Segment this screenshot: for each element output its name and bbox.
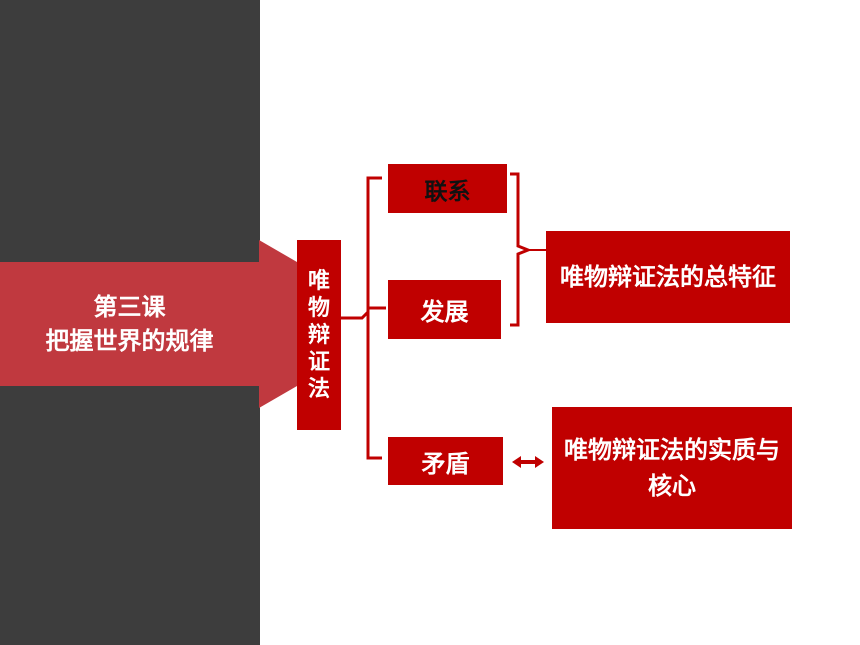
central-char: 唯 [307,268,330,294]
right-bracket [510,172,533,327]
center-connector [341,310,370,320]
result-essence-label: 唯物辩证法的实质与核心 [564,436,780,500]
result-feature-box: 唯物辩证法的总特征 [546,231,790,323]
central-char: 辩 [307,322,330,348]
node-lianxi-label: 联系 [424,178,471,205]
left-bracket [366,176,382,460]
central-char: 法 [307,376,330,402]
node-maodun-label: 矛盾 [421,449,470,478]
result-feature-label: 唯物辩证法的总特征 [560,262,776,291]
node-lianxi: 联系 [388,164,507,213]
central-char: 证 [307,349,330,375]
lesson-title-banner: 第三课 把握世界的规律 [0,262,259,386]
lesson-number: 第三课 [93,293,166,321]
double-arrow-icon [512,456,544,468]
central-char: 物 [307,295,330,321]
node-fazhan-label: 发展 [420,298,469,326]
result-essence-box: 唯物辩证法的实质与核心 [552,407,792,529]
node-maodun: 矛盾 [388,437,503,485]
lesson-title: 把握世界的规律 [45,327,214,355]
banner-arrow-tip [259,240,297,408]
node-fazhan: 发展 [388,280,501,339]
central-node-box: 唯 物 辩 证 法 [297,240,341,430]
